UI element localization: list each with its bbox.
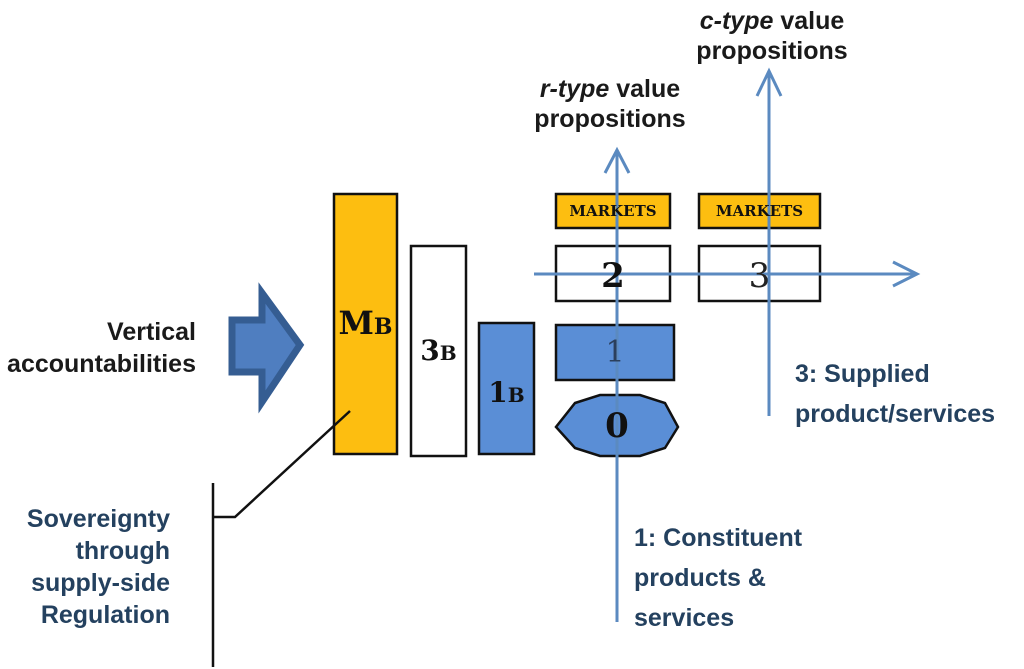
mb-sub: B — [373, 314, 393, 340]
r-type-italic: r-type — [539, 75, 610, 103]
1b-label: 1B — [479, 378, 534, 410]
box-3-label: 3 — [748, 256, 771, 296]
box-2-label: 2 — [601, 256, 625, 296]
r-type-line2: propositions — [534, 105, 686, 133]
box-1 — [554, 323, 676, 382]
markets-label-2: MARKETS — [715, 202, 804, 220]
markets-label-1: MARKETS — [569, 202, 657, 220]
vertical-accountabilities-line-1: Vertical — [107, 318, 196, 346]
c-type-arrowhead-icon — [755, 67, 783, 97]
1b-main: 1 — [488, 376, 508, 409]
vertical-accountabilities-line-2: accountabilities — [7, 350, 196, 378]
horizontal-axis-arrowhead-icon — [892, 260, 921, 288]
supplied-line-1: 3: Supplied — [795, 360, 930, 388]
vertical-accountabilities-label: Vertical accountabilities — [0, 316, 196, 380]
constituent-line-2: products & — [634, 564, 766, 592]
c-type-italic: c-type — [699, 7, 774, 35]
supplied-line-2: product/services — [795, 400, 996, 428]
c-type-label: c-type value propositions — [682, 6, 862, 66]
3b-bar — [409, 244, 468, 458]
mb-bar — [332, 192, 399, 456]
r-type-arrowhead-icon — [603, 146, 631, 174]
c-type-rest: value — [773, 7, 845, 35]
sovereignty-line-1: Sovereignty — [26, 505, 170, 533]
ellipse-0-label: 0 — [605, 406, 629, 446]
1b-bar — [477, 321, 536, 456]
markets-box-2 — [697, 192, 822, 230]
r-type-rest: value — [609, 75, 681, 103]
sovereignty-pointer-line — [213, 410, 351, 519]
markets-box-1 — [554, 192, 672, 230]
mb-main: M — [338, 304, 374, 342]
constituent-line-3: services — [634, 604, 735, 632]
sovereignty-line-3: supply-side — [31, 569, 170, 597]
big-right-arrow-icon — [228, 282, 305, 414]
3b-label: 3B — [411, 336, 466, 368]
r-type-label: r-type value propositions — [520, 74, 700, 134]
c-type-line2: propositions — [696, 37, 848, 65]
constituent-line-1: 1: Constituent — [634, 524, 803, 552]
sovereignty-line-4: Regulation — [40, 601, 170, 629]
1b-sub: B — [507, 383, 525, 407]
3b-main: 3 — [420, 334, 440, 367]
constituent-label: 1: Constituent products & services — [634, 518, 874, 638]
sovereignty-line-2: through — [75, 537, 170, 565]
box-1-label: 1 — [605, 335, 625, 370]
mb-label: MB — [334, 307, 397, 342]
supplied-label: 3: Supplied product/services — [795, 354, 1024, 434]
3b-sub: B — [439, 341, 457, 365]
sovereignty-label: Sovereignty through supply-side Regulati… — [0, 503, 170, 631]
